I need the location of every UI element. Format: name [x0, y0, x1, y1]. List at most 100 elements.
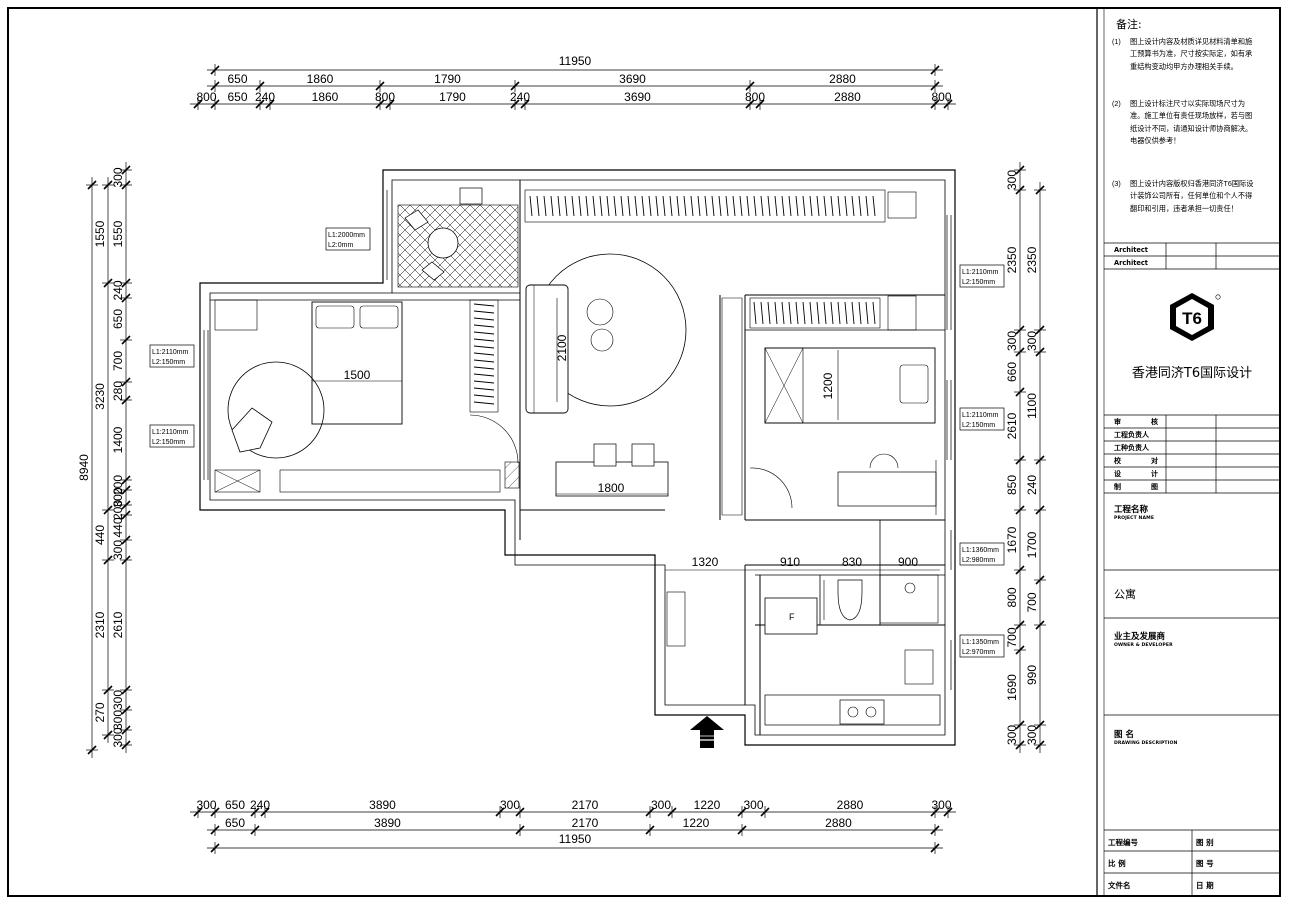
window-tags: L1:2000mmL2:0mmL1:2110mmL2:150mmL1:2110m…: [149, 227, 1005, 658]
dim-bottom-row2: 2880: [825, 816, 852, 830]
window-tag-l1: L1:2110mm: [962, 269, 999, 276]
dim-left-col2: 240: [111, 280, 125, 300]
sign-row-label: 工种负责人: [1114, 445, 1149, 452]
dim-left-col2: 300: [111, 487, 125, 507]
dim-top-row1: 1860: [307, 72, 334, 86]
window-tag-l2: L2:150mm: [962, 279, 995, 286]
hanger-mark: [599, 195, 603, 217]
dim-bottom-row2: 1220: [683, 816, 710, 830]
architect-label-1: Architect: [1114, 246, 1148, 254]
dim-bottom-row1: 3890: [369, 798, 396, 812]
round-rug: [227, 361, 325, 459]
hanger-mark: [711, 195, 715, 217]
hanger-mark: [648, 195, 652, 217]
note-3-text: 图上设计内容版权归香港同济T6国际设计装饰公司所有，任何单位和个人不得翻印和引用…: [1130, 179, 1254, 213]
dim-left-col2: 300: [111, 727, 125, 747]
windows: [199, 190, 956, 690]
entry-door-swing: [749, 467, 793, 509]
hanger-mark: [473, 373, 495, 377]
walls: [199, 169, 956, 746]
drawing-sub: DRAWING DESCRIPTION: [1114, 741, 1178, 746]
drawing-label: 图 名: [1114, 730, 1134, 740]
dim-bottom-row1: 300: [931, 798, 951, 812]
hanger-mark: [655, 195, 659, 217]
dim-right-col1: 850: [1005, 475, 1019, 495]
coffee-table: [586, 298, 614, 326]
cell-project-no: 工程编号: [1108, 838, 1138, 847]
hanger-mark: [564, 195, 568, 217]
dim-bottom-row1: 300: [196, 798, 216, 812]
dim-top-row2: 1790: [439, 90, 466, 104]
hanger-mark: [473, 324, 495, 328]
hanger-mark: [732, 195, 736, 217]
hanger-mark: [816, 301, 820, 325]
hanger-mark: [473, 352, 495, 356]
hanger-mark: [865, 301, 869, 325]
dim-left-col2: 700: [111, 351, 125, 371]
sheet-frame: [7, 7, 1281, 897]
dim-top-row2: 650: [227, 90, 247, 104]
hanger-mark: [557, 195, 561, 217]
note-3: (3) 图上设计内容版权归香港同济T6国际设计装饰公司所有，任何单位和个人不得翻…: [1112, 179, 1254, 213]
left-desk: [214, 299, 258, 331]
dim-left-col2: 300: [111, 690, 125, 710]
hanger-mark: [718, 195, 722, 217]
dim-bottom-total: 11950: [559, 832, 592, 846]
sign-row-label: 审核: [1114, 419, 1158, 426]
hanger-mark: [851, 195, 855, 217]
hanger-mark: [767, 301, 771, 325]
note-2: (2) 图上设计标注尺寸以实际现场尺寸为准。施工单位有责任现场放样，若与图纸设计…: [1112, 99, 1253, 146]
hanger-mark: [690, 195, 694, 217]
hanger-mark: [578, 195, 582, 217]
dim-right-col1: 300: [1005, 170, 1019, 190]
dining-chair: [593, 443, 617, 467]
hanger-mark: [823, 301, 827, 325]
hanger-mark: [473, 380, 495, 384]
hanger-mark: [473, 359, 495, 363]
hanger-mark: [620, 195, 624, 217]
hanger-mark: [473, 303, 495, 307]
hanger-mark: [858, 301, 862, 325]
window-tag-l1: L1:2000mm: [328, 232, 365, 239]
sign-row-label: 制图: [1114, 484, 1158, 491]
hanger-mark: [592, 195, 596, 217]
dim-right-col2: 2350: [1025, 246, 1039, 273]
dim-right-col2: 700: [1025, 592, 1039, 612]
hanger-mark: [809, 301, 813, 325]
column-hatch: [504, 461, 520, 489]
dim-830: 830: [842, 555, 862, 569]
dim-right-col1: 1670: [1005, 526, 1019, 553]
dim-bed-left: 1500: [344, 368, 371, 382]
right-bed-pillow: [899, 364, 929, 404]
hanger-mark: [858, 195, 862, 217]
hanger-mark: [795, 301, 799, 325]
hanger-mark: [865, 195, 869, 217]
hanger-mark: [473, 310, 495, 314]
hanger-mark: [613, 195, 617, 217]
living-cabinet: [469, 189, 886, 413]
window-tag-l1: L1:2110mm: [152, 349, 189, 356]
left-dimension-chains: 8940155032304402310270300155024065070028…: [77, 162, 132, 758]
hanger-mark: [823, 195, 827, 217]
dining-chair: [631, 443, 655, 467]
hanger-mark: [697, 195, 701, 217]
dim-top-row2: 800: [196, 90, 216, 104]
left-cabinet: [214, 469, 261, 493]
dim-1320: 1320: [692, 555, 719, 569]
hanger-mark: [683, 195, 687, 217]
hanger-mark: [753, 301, 757, 325]
window-tag-l2: L2:0mm: [328, 242, 353, 249]
title-block-grid: T6: [1104, 242, 1280, 896]
window-tag-l2: L2:150mm: [152, 359, 185, 366]
right-dimension-chains: 3002350300660261085016708007001690300235…: [1005, 162, 1046, 753]
architect-label-2: Architect: [1114, 259, 1148, 267]
hanger-mark: [746, 195, 750, 217]
notes-heading: 备注:: [1116, 18, 1142, 31]
cooktop: [839, 699, 885, 725]
hanger-mark: [725, 195, 729, 217]
hanger-mark: [830, 195, 834, 217]
